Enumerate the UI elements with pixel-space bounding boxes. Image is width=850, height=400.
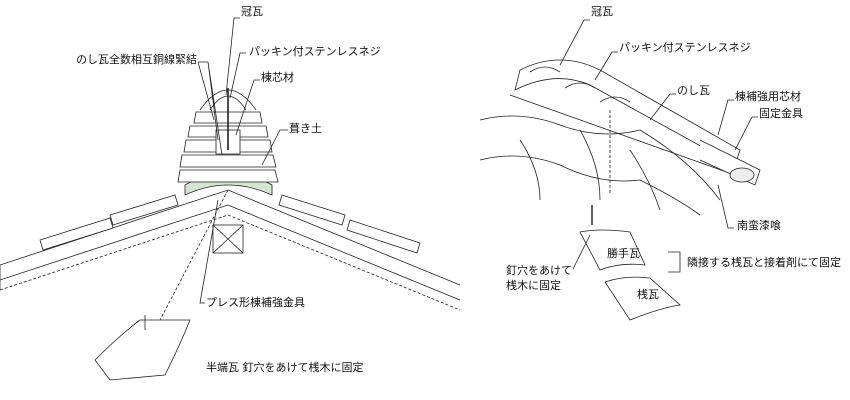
left-roof — [0, 17, 461, 381]
label-core-right: 棟補強用芯材 — [734, 90, 802, 103]
label-nail-line2: 桟木に固定 — [505, 279, 562, 292]
label-adhesive: 隣接する桟瓦と接着剤にて固定 — [686, 256, 842, 269]
label-half-tile: 半端瓦 釘穴をあけて桟木に固定 — [205, 361, 365, 374]
label-noshi-wire: のし瓦全数相互銅線緊結 — [75, 53, 198, 66]
label-katte: 勝手瓦 — [607, 247, 640, 260]
label-core-left: 棟芯材 — [260, 71, 295, 84]
label-fixture: 固定金具 — [758, 107, 804, 120]
label-noshi: のし瓦 — [676, 84, 711, 97]
label-kanmuri-right: 冠瓦 — [590, 5, 614, 18]
right-roof — [479, 19, 761, 321]
label-kanmuri-left: 冠瓦 — [240, 5, 264, 18]
label-nail-line1: 釘穴をあけて — [505, 264, 573, 277]
label-screw-left: パッキン付ステンレスネジ — [248, 45, 382, 58]
label-screw-right: パッキン付ステンレスネジ — [618, 41, 752, 54]
label-sangawara: 桟瓦 — [637, 288, 659, 301]
label-bracket: プレス形棟補強金具 — [205, 296, 306, 309]
label-plaster: 南蛮漆喰 — [736, 219, 782, 232]
label-mud: 葺き土 — [288, 122, 323, 135]
